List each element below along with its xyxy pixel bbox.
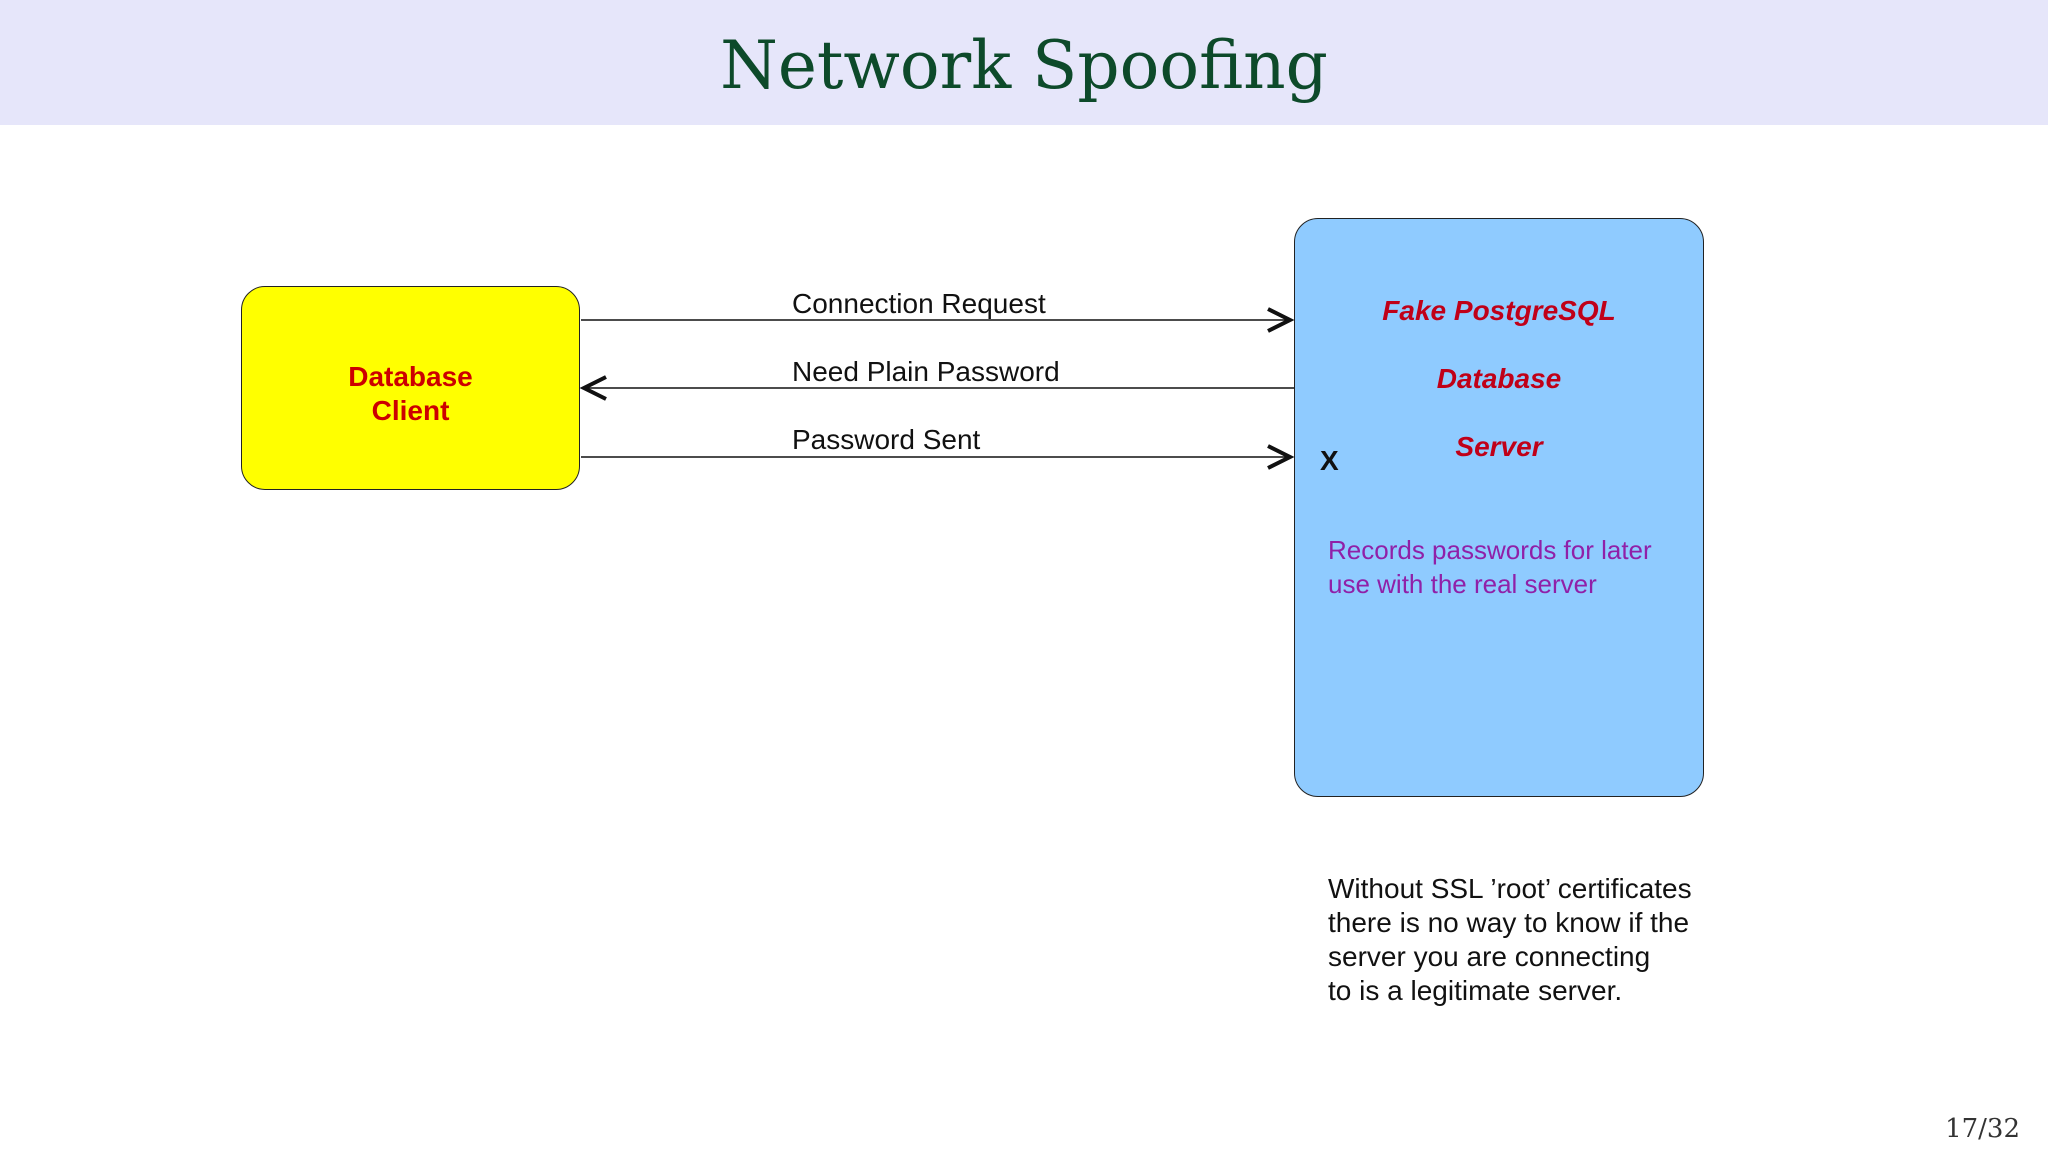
server-note-line-2: use with the real server — [1328, 569, 1597, 599]
caption-line-2: there is no way to know if the — [1328, 907, 1690, 938]
title-bar — [0, 0, 2048, 125]
server-label-line-2: Database — [1436, 363, 1562, 394]
x-marker: X — [1320, 445, 1339, 476]
message-label-need-plain-password: Need Plain Password — [792, 356, 1060, 387]
message-label-connection-request: Connection Request — [792, 288, 1046, 319]
database-client-box — [241, 286, 580, 490]
caption: Without SSL ’root’ certificates there is… — [1328, 872, 1748, 1008]
arrow-need-password-head — [579, 375, 607, 401]
server-label-line-1: Fake PostgreSQL — [1382, 295, 1616, 326]
server-note-line-1: Records passwords for later — [1328, 535, 1652, 565]
page-number: 17/32 — [1945, 1114, 2020, 1144]
caption-line-3: server you are connecting — [1328, 941, 1651, 972]
server-label-line-3: Server — [1455, 431, 1543, 462]
arrow-password-sent-head — [1267, 444, 1295, 470]
arrow-connection-request-head — [1267, 307, 1295, 333]
server-note: Records passwords for later use with the… — [1328, 533, 1688, 601]
fake-server-box — [1294, 218, 1704, 797]
caption-line-1: Without SSL ’root’ certificates — [1328, 873, 1692, 904]
slide-title: Network Spoofing — [720, 27, 1328, 104]
message-label-password-sent: Password Sent — [792, 424, 981, 455]
database-client-label: Database Client — [241, 360, 580, 428]
client-label-line-1: Database — [348, 361, 473, 392]
caption-line-4: to is a legitimate server. — [1328, 975, 1623, 1006]
client-label-line-2: Client — [371, 395, 450, 426]
